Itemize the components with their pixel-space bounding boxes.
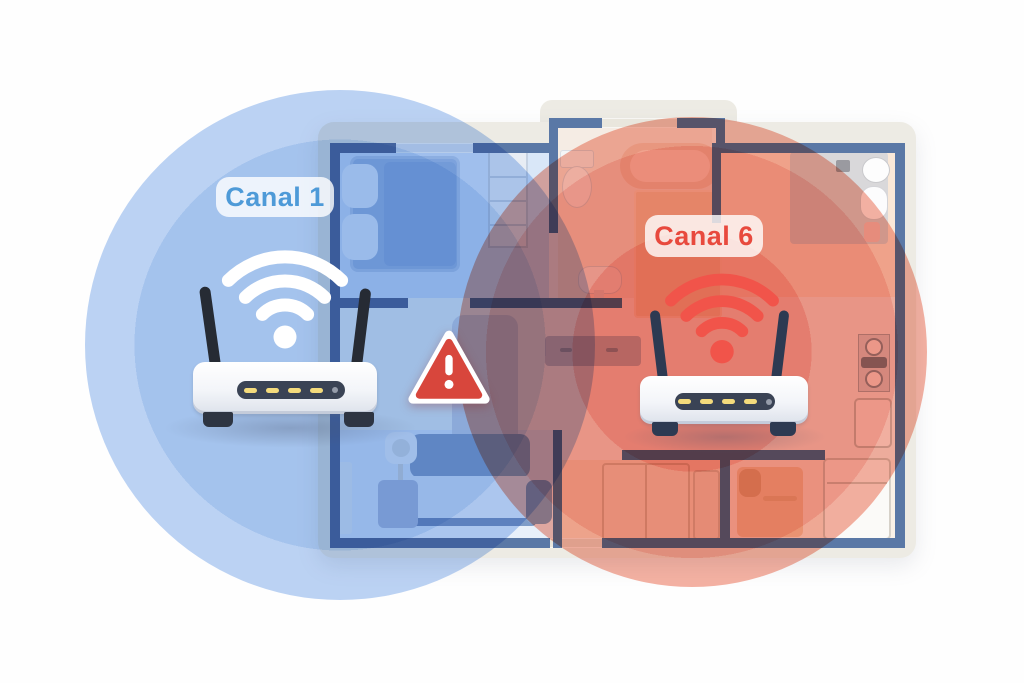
led-dot [766,398,772,405]
wifi-signal-icon [665,273,779,364]
led-indicator [700,399,713,404]
led-indicator [678,399,691,404]
channel-label-left: Canal 1 [216,177,334,217]
led-panel [237,381,345,399]
channel-label-right: Canal 6 [645,215,763,257]
coverage-circle-channel-6 [457,117,927,587]
led-dot [332,387,338,393]
channel-label-right-text: Canal 6 [654,220,754,251]
wifi-signal-icon [221,250,349,349]
channel-label-left-text: Canal 1 [225,181,325,212]
led-indicator [722,399,735,404]
router-foot [652,422,678,436]
router-foot [344,412,374,427]
router-foot [770,422,796,436]
led-panel [675,393,775,410]
wall [549,118,558,153]
warning-triangle-icon [408,330,490,404]
wall [473,143,558,153]
led-indicator [266,387,279,393]
led-indicator [744,399,757,404]
router-foot [203,412,233,427]
led-indicator [310,387,323,393]
router-shadow [163,408,418,448]
wall [549,118,602,128]
led-indicator [244,387,257,393]
led-indicator [288,387,301,393]
round-sink [862,157,890,183]
wall [725,143,905,153]
